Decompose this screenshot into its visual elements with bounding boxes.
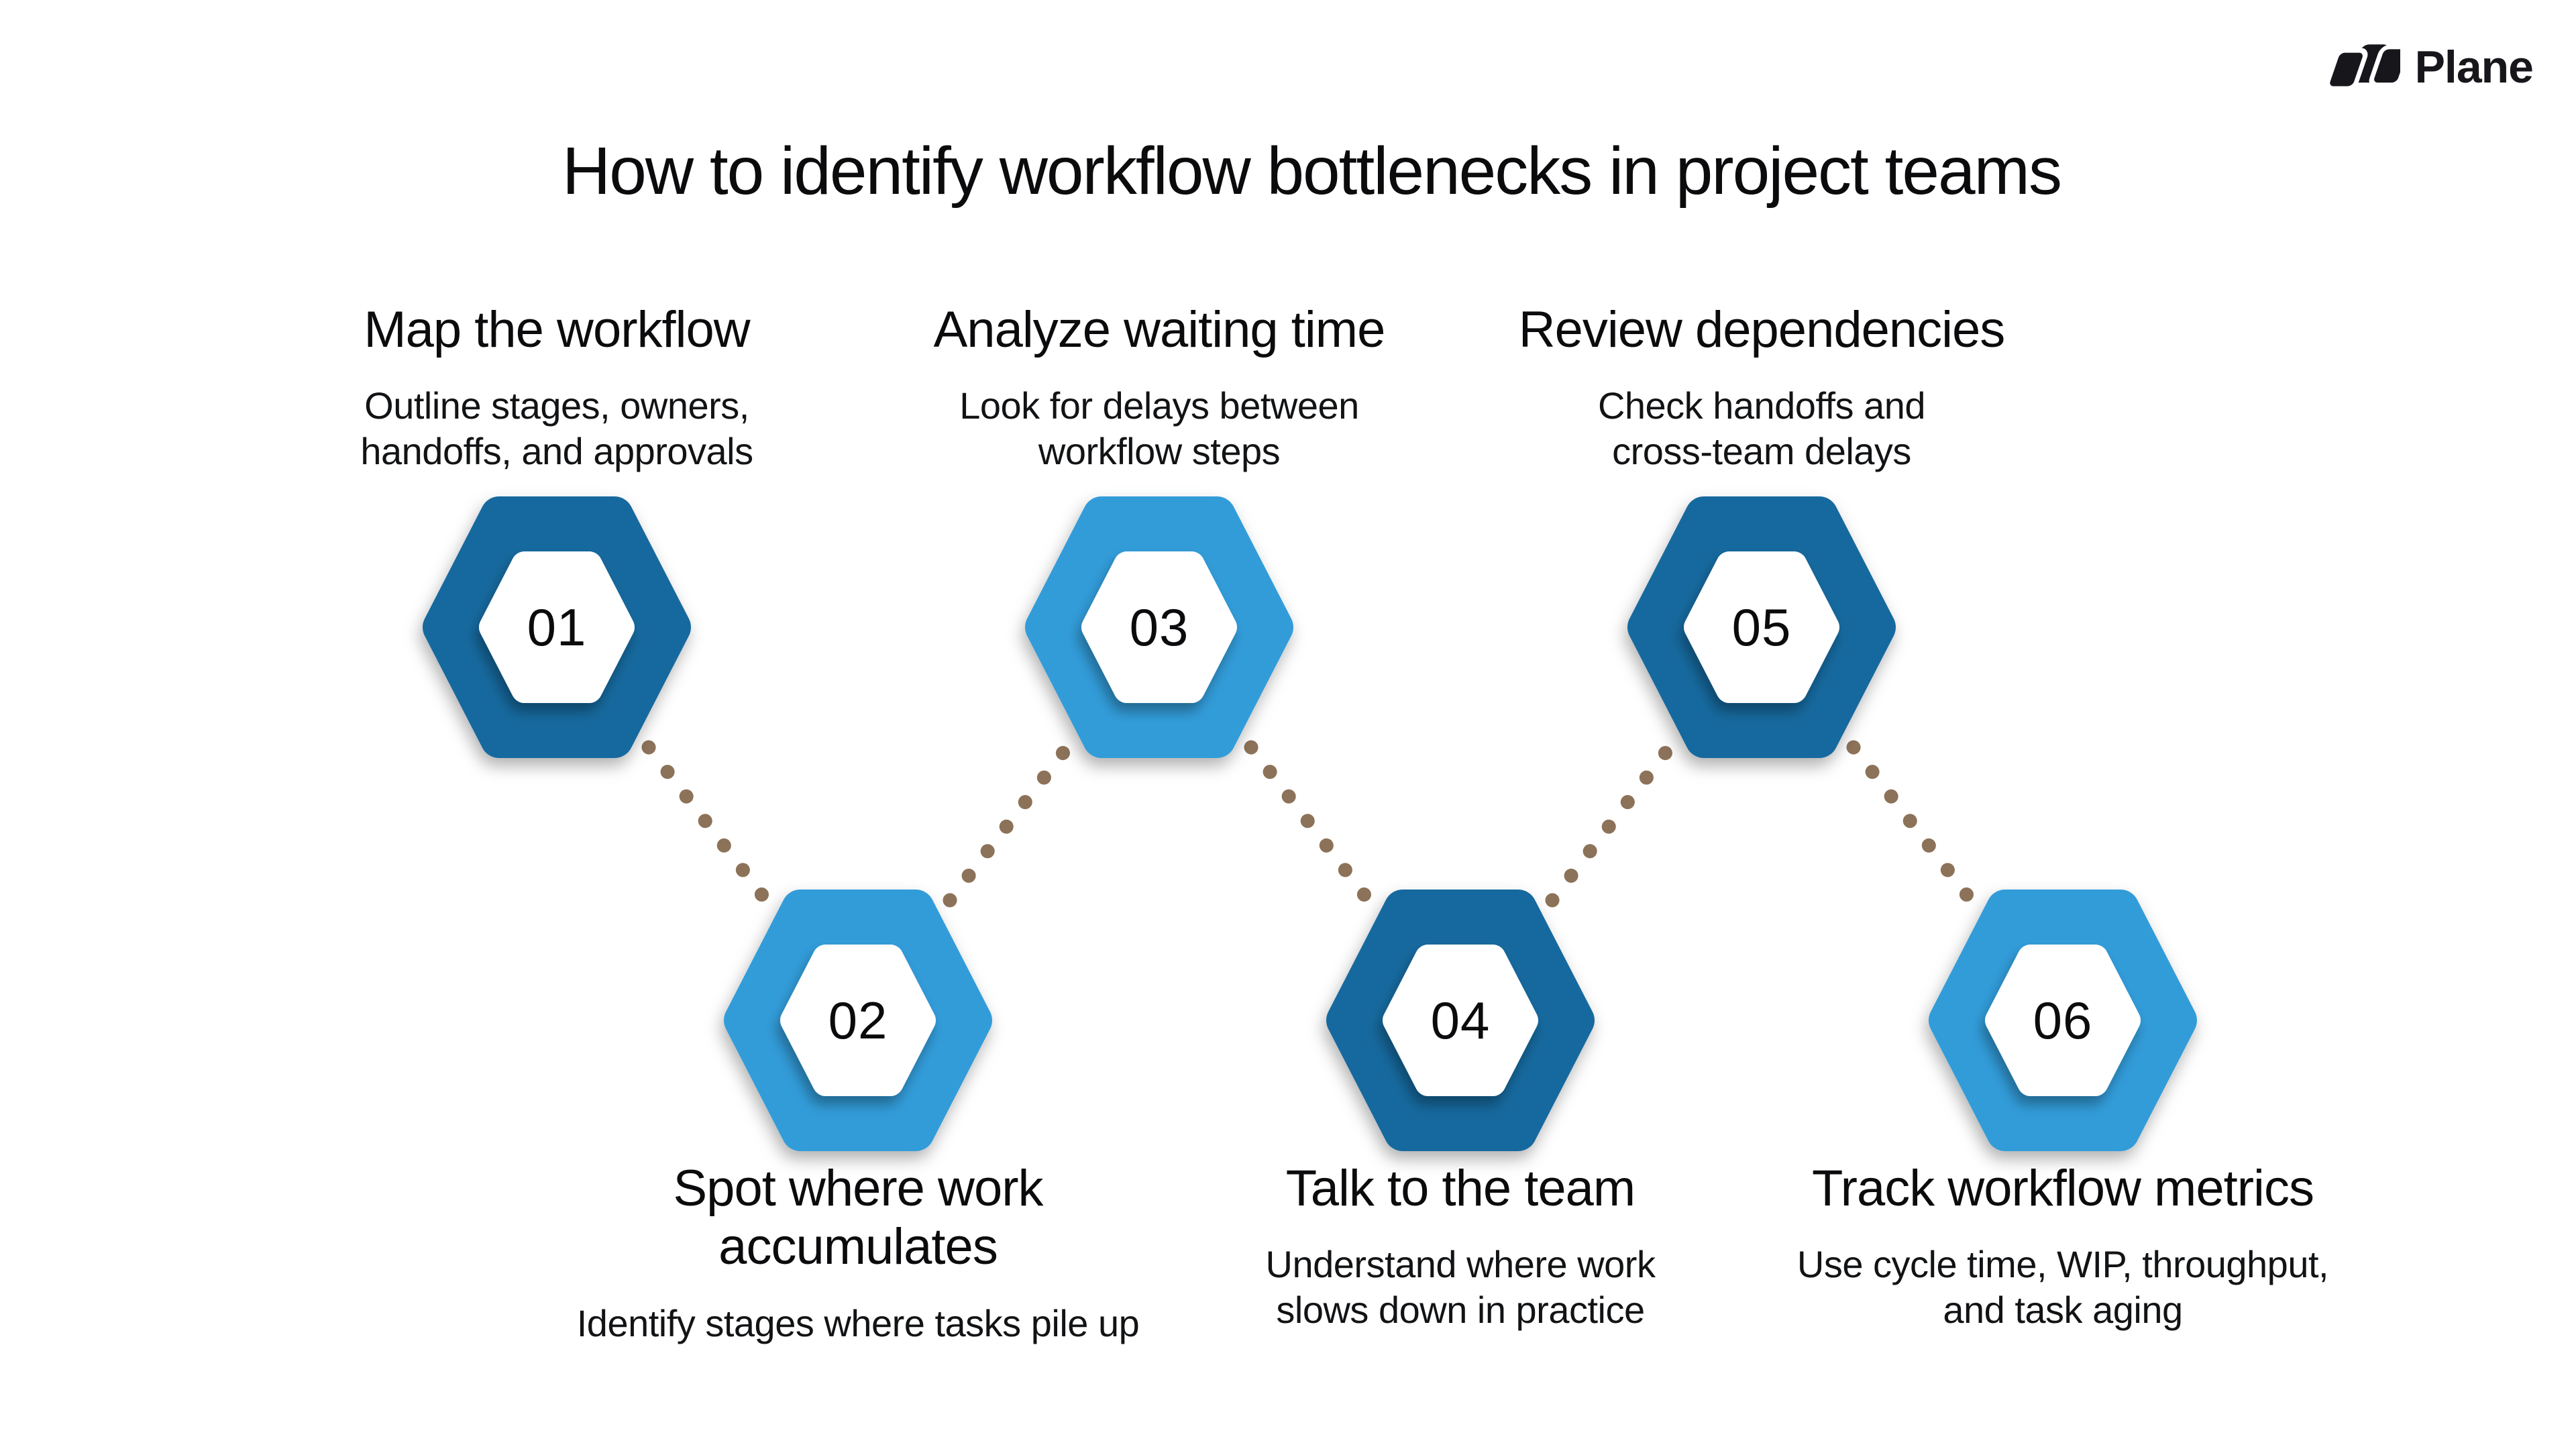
step-number: 04 xyxy=(1430,990,1491,1050)
hexagon-ring xyxy=(423,496,691,758)
step-title: Talk to the team xyxy=(1285,1160,1636,1217)
step-hexagon: 06 xyxy=(1902,859,2224,1181)
hexagon-inner-shape xyxy=(1684,551,1839,703)
plane-logo: Plane xyxy=(2324,38,2534,97)
step-hexagon: 05 xyxy=(1601,466,1923,788)
step-text: Map the workflow Outline stages, owners,… xyxy=(295,301,818,474)
step-title: Map the workflow xyxy=(364,301,750,358)
step-title: Spot where work accumulates xyxy=(673,1160,1043,1276)
step-description: Understand where work slows down in prac… xyxy=(1265,1243,1656,1331)
connector-dots-1-2 xyxy=(641,740,773,908)
hexagon-inner-shape xyxy=(479,551,635,703)
plane-logo-text: Plane xyxy=(2414,42,2534,93)
step-text: Track workflow metrics Use cycle time, W… xyxy=(1734,1159,2392,1332)
step-number: 05 xyxy=(1731,597,1792,657)
step-text: Review dependencies Check handoffs and c… xyxy=(1500,301,2023,474)
step-text: Spot where work accumulates Identify sta… xyxy=(529,1159,1187,1346)
connector-dots-3-4 xyxy=(1244,740,1376,908)
step-title: Review dependencies xyxy=(1518,301,2006,358)
plane-logo-icon xyxy=(2324,44,2400,91)
step-description: Check handoffs and cross-team delays xyxy=(1597,384,1926,472)
hexagon-ring xyxy=(1627,496,1896,758)
step-description: Use cycle time, WIP, throughput, and tas… xyxy=(1796,1243,2329,1331)
connector-dots-2-3 xyxy=(943,740,1075,908)
step-hexagon: 01 xyxy=(396,466,718,788)
hexagon-ring xyxy=(724,890,992,1151)
page-title: How to identify workflow bottlenecks in … xyxy=(562,133,2062,209)
step-hexagon: 03 xyxy=(998,466,1320,788)
step-number: 06 xyxy=(2033,990,2093,1050)
hexagon-ring xyxy=(1326,890,1595,1151)
step-title: Track workflow metrics xyxy=(1812,1160,2314,1217)
hexagon-ring xyxy=(1025,496,1293,758)
step-title: Analyze waiting time xyxy=(933,301,1386,358)
step-text: Talk to the team Understand where work s… xyxy=(1132,1159,1789,1332)
step-hexagon: 04 xyxy=(1299,859,1621,1181)
hexagon-inner-shape xyxy=(1383,945,1538,1096)
step-number: 02 xyxy=(828,990,888,1050)
step-number: 01 xyxy=(527,597,587,657)
step-hexagon: 02 xyxy=(697,859,1019,1181)
connector-dots-5-6 xyxy=(1846,740,1978,908)
step-text: Analyze waiting time Look for delays bet… xyxy=(898,301,1421,474)
hexagon-inner-shape xyxy=(1081,551,1237,703)
step-number: 03 xyxy=(1129,597,1189,657)
step-description: Outline stages, owners, handoffs, and ap… xyxy=(360,384,753,472)
hexagon-ring xyxy=(1929,890,2197,1151)
hexagon-inner-shape xyxy=(1985,945,2141,1096)
connector-dots-4-5 xyxy=(1545,740,1677,908)
step-description: Look for delays between workflow steps xyxy=(959,384,1359,472)
step-description: Identify stages where tasks pile up xyxy=(576,1301,1140,1344)
hexagon-inner-shape xyxy=(780,945,936,1096)
